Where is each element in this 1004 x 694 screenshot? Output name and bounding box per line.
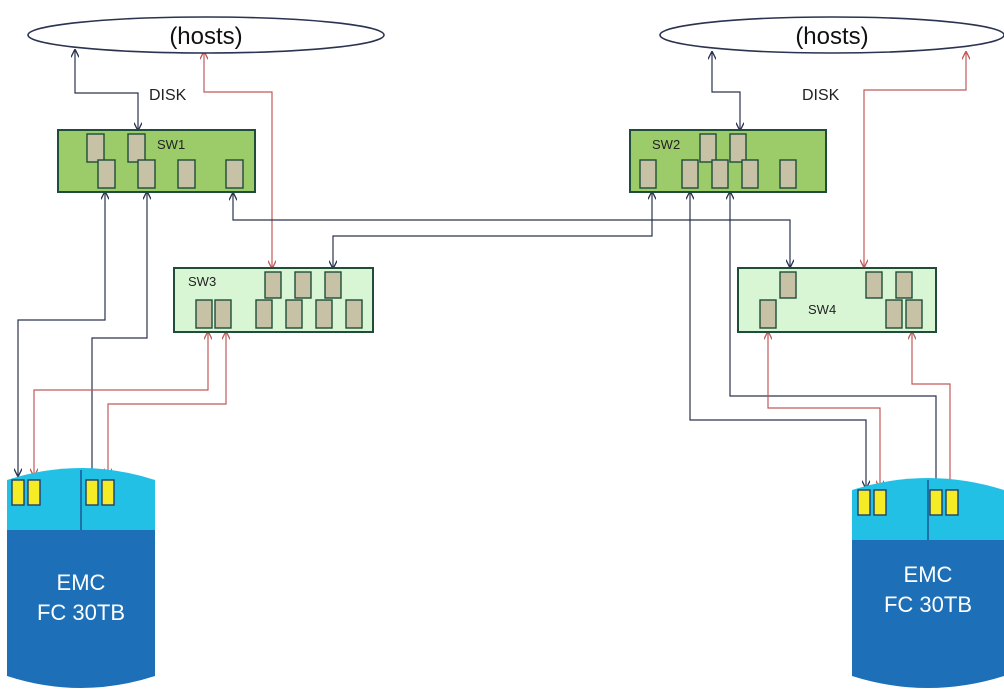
storage-emc-left: EMC FC 30TB bbox=[7, 468, 155, 688]
link-emcR-sw4-a bbox=[768, 332, 880, 488]
link-hostsL-sw1 bbox=[75, 50, 138, 130]
link-emcR-sw2-b bbox=[730, 192, 937, 488]
sw4-label: SW4 bbox=[808, 302, 836, 317]
sw3-port bbox=[345, 299, 363, 329]
sw4-port bbox=[885, 299, 903, 329]
sw1-port bbox=[97, 159, 116, 189]
sw2-port bbox=[779, 159, 797, 189]
link-hostsR-sw2 bbox=[712, 52, 740, 130]
storage-right-line2: FC 30TB bbox=[884, 592, 972, 617]
sw2-label: SW2 bbox=[652, 137, 680, 152]
sw3-port bbox=[264, 271, 282, 299]
sw1-port bbox=[177, 159, 196, 189]
sw3-port bbox=[315, 299, 333, 329]
link-sw3-sw2 bbox=[333, 192, 652, 268]
sw4-port bbox=[865, 271, 883, 299]
hosts-right-label: (hosts) bbox=[795, 23, 868, 50]
sw2-port bbox=[711, 159, 729, 189]
storage-left-port bbox=[101, 479, 115, 506]
sw3-label: SW3 bbox=[188, 274, 216, 289]
sw3-port bbox=[255, 299, 273, 329]
sw3-port bbox=[195, 299, 213, 329]
link-hostsL-sw3 bbox=[204, 52, 272, 268]
sw1-port bbox=[86, 133, 105, 163]
sw1-label: SW1 bbox=[157, 137, 185, 152]
storage-left-port bbox=[85, 479, 99, 506]
sw3-port bbox=[324, 271, 342, 299]
sw3-port bbox=[294, 271, 312, 299]
storage-emc-right: EMC FC 30TB bbox=[852, 478, 1004, 688]
hosts-right: (hosts) bbox=[659, 16, 1004, 54]
storage-left-port bbox=[11, 479, 25, 506]
storage-right-port bbox=[945, 489, 959, 516]
sw3-port bbox=[285, 299, 303, 329]
hosts-left-label: (hosts) bbox=[169, 23, 242, 50]
switch-sw4: SW4 bbox=[737, 267, 937, 333]
storage-left-line1: EMC bbox=[57, 570, 106, 595]
sw2-port bbox=[741, 159, 759, 189]
storage-left-line2: FC 30TB bbox=[37, 600, 125, 625]
storage-right-line1: EMC bbox=[904, 562, 953, 587]
sw3-port bbox=[214, 299, 232, 329]
switch-sw2: SW2 bbox=[629, 129, 827, 193]
storage-left-body bbox=[7, 480, 155, 688]
disk-left-label: DISK bbox=[149, 87, 187, 104]
storage-right-port bbox=[929, 489, 943, 516]
hosts-left-ellipse bbox=[27, 16, 385, 54]
link-emcL-sw1-a bbox=[18, 192, 105, 476]
storage-right-port bbox=[873, 489, 887, 516]
links bbox=[18, 50, 966, 488]
hosts-left: (hosts) bbox=[27, 16, 385, 54]
sw1-port bbox=[127, 133, 146, 163]
sw2-port bbox=[729, 133, 747, 163]
sw2-port bbox=[639, 159, 657, 189]
link-sw1-sw4 bbox=[233, 193, 790, 267]
sw4-port bbox=[759, 299, 777, 329]
link-hostsR-sw4 bbox=[864, 52, 966, 267]
link-emcR-sw2-a bbox=[690, 192, 866, 488]
hosts-right-ellipse bbox=[659, 16, 1004, 54]
sw1-port bbox=[225, 159, 244, 189]
sw2-port bbox=[699, 133, 717, 163]
link-emcR-sw4-b bbox=[912, 332, 950, 488]
switch-sw3: SW3 bbox=[173, 267, 374, 333]
sw4-port bbox=[895, 271, 913, 299]
storage-right-port bbox=[857, 489, 871, 516]
storage-left-port bbox=[27, 479, 41, 506]
sw4-port bbox=[779, 271, 797, 299]
link-emcL-sw3-b bbox=[108, 332, 226, 476]
disk-right-label: DISK bbox=[802, 87, 840, 104]
sw1-port bbox=[137, 159, 156, 189]
sw2-port bbox=[681, 159, 699, 189]
sw4-port bbox=[905, 299, 923, 329]
switch-sw1: SW1 bbox=[57, 129, 256, 193]
link-emcL-sw1-b bbox=[91, 192, 147, 476]
